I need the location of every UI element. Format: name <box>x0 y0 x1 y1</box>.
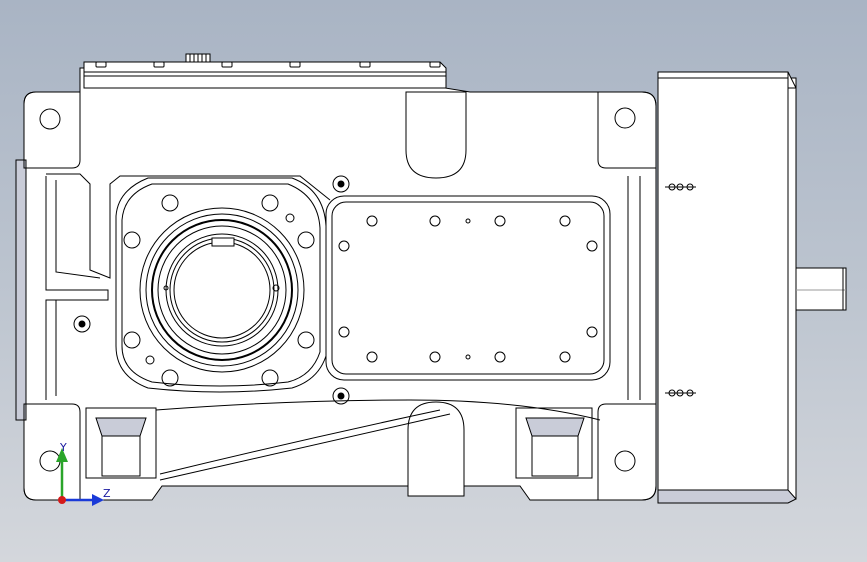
drain-plugs <box>73 175 350 405</box>
inner-contours <box>45 173 641 481</box>
flange-bolts <box>665 183 696 397</box>
coordinate-triad <box>56 448 104 506</box>
lifting-slots <box>405 91 467 497</box>
axis-y-label: Y <box>60 441 67 454</box>
input-flange <box>115 177 327 393</box>
output-shaft <box>795 267 847 311</box>
inspection-cover <box>325 195 611 381</box>
axis-z-label: Z <box>103 487 111 500</box>
motor-housing <box>657 71 797 504</box>
foot-pockets <box>85 407 593 479</box>
